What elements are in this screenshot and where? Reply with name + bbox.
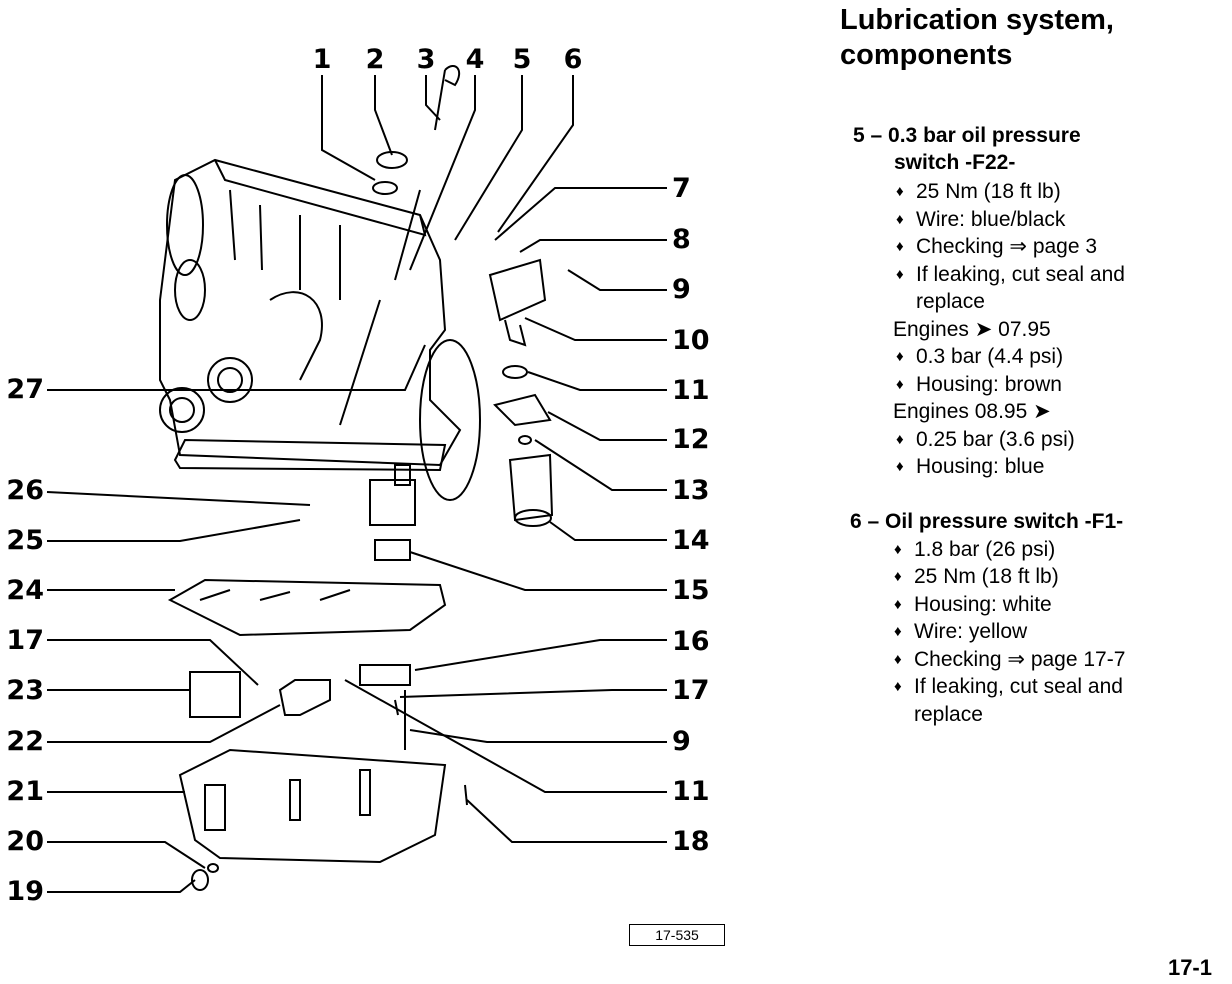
baffle-plate	[167, 578, 447, 637]
oil-pan	[178, 748, 447, 864]
oil-filter	[508, 453, 554, 522]
title-line-1: Lubrication system,	[840, 4, 1114, 36]
item-5-heading-line-1: 0.3 bar oil pressure	[888, 124, 1081, 147]
item-5-engines-early: Engines ➤ 07.95	[893, 318, 1051, 341]
item-5-leaking-cont: replace	[916, 290, 985, 313]
callout-7: 7	[672, 173, 691, 204]
callout-27: 27	[6, 374, 44, 405]
item-5-wire: Wire: blue/black	[896, 206, 1065, 234]
figure-reference: 17-535	[629, 924, 725, 946]
item-5-engines-late: Engines 08.95 ➤	[893, 400, 1051, 423]
callout-11-lower: 11	[672, 776, 710, 807]
callout-3: 3	[416, 44, 436, 75]
title-line-2: components	[840, 39, 1013, 71]
callout-12: 12	[672, 424, 710, 455]
item-5-late-housing: Housing: blue	[896, 453, 1044, 481]
oil-pickup	[278, 679, 331, 716]
callout-19: 19	[6, 876, 44, 907]
callout-21: 21	[6, 776, 44, 807]
callout-9-lower: 9	[672, 726, 691, 757]
item-6-checking: Checking ⇒ page 17-7	[894, 646, 1125, 674]
oil-pump	[369, 479, 416, 526]
callout-15: 15	[672, 575, 710, 606]
oil-filter-bracket	[488, 258, 547, 322]
gasket	[173, 438, 447, 472]
item-6-leaking: If leaking, cut seal and	[894, 673, 1123, 701]
callout-8: 8	[672, 224, 691, 255]
item-6-wire: Wire: yellow	[894, 618, 1027, 646]
item-6-heading: 6 – Oil pressure switch -F1-	[850, 508, 1123, 535]
dipstick	[339, 65, 461, 426]
callout-24: 24	[6, 575, 44, 606]
callout-16: 16	[672, 626, 710, 657]
callout-14: 14	[672, 525, 710, 556]
item-5-early-housing: Housing: brown	[896, 371, 1062, 399]
callout-18: 18	[672, 826, 710, 857]
callout-25: 25	[6, 525, 44, 556]
callout-20: 20	[6, 826, 44, 857]
item-5-heading-line-2: switch -F22-	[894, 151, 1016, 174]
item-5-early-pressure: 0.3 bar (4.4 psi)	[896, 343, 1063, 371]
item-5-number: 5 –	[853, 124, 883, 147]
callout-10: 10	[672, 325, 710, 356]
callout-23: 23	[6, 675, 44, 706]
callout-9: 9	[672, 274, 691, 305]
item-6-housing: Housing: white	[894, 591, 1052, 619]
callout-6: 6	[563, 44, 583, 75]
item-5-heading: 5 – 0.3 bar oil pressure switch -F22-	[853, 122, 1081, 176]
page-title: Lubrication system, components	[840, 3, 1114, 73]
item-6-pressure: 1.8 bar (26 psi)	[894, 536, 1055, 564]
item-5-leaking: If leaking, cut seal and	[896, 261, 1125, 289]
item-6-heading-line-1: Oil pressure switch -F1-	[885, 510, 1124, 533]
callout-1: 1	[312, 44, 332, 75]
item-6-torque: 25 Nm (18 ft lb)	[894, 563, 1059, 591]
item-5-late-pressure: 0.25 bar (3.6 psi)	[896, 426, 1075, 454]
callout-4: 4	[465, 44, 485, 75]
item-5-checking: Checking ⇒ page 3	[896, 233, 1097, 261]
callout-2: 2	[365, 44, 385, 75]
callout-13: 13	[672, 475, 710, 506]
page-number: 17-1	[1167, 955, 1212, 980]
engine-block-top	[214, 159, 427, 237]
item-5-torque: 25 Nm (18 ft lb)	[896, 178, 1061, 206]
callout-26: 26	[6, 475, 44, 506]
callout-22: 22	[6, 726, 44, 757]
callout-17-right: 17	[672, 675, 710, 706]
callout-5: 5	[512, 44, 532, 75]
item-6-number: 6 –	[850, 510, 880, 533]
item-6-leaking-cont: replace	[914, 703, 983, 726]
callout-11: 11	[672, 375, 710, 406]
engine-block	[159, 158, 462, 467]
callout-17-left: 17	[6, 625, 44, 656]
